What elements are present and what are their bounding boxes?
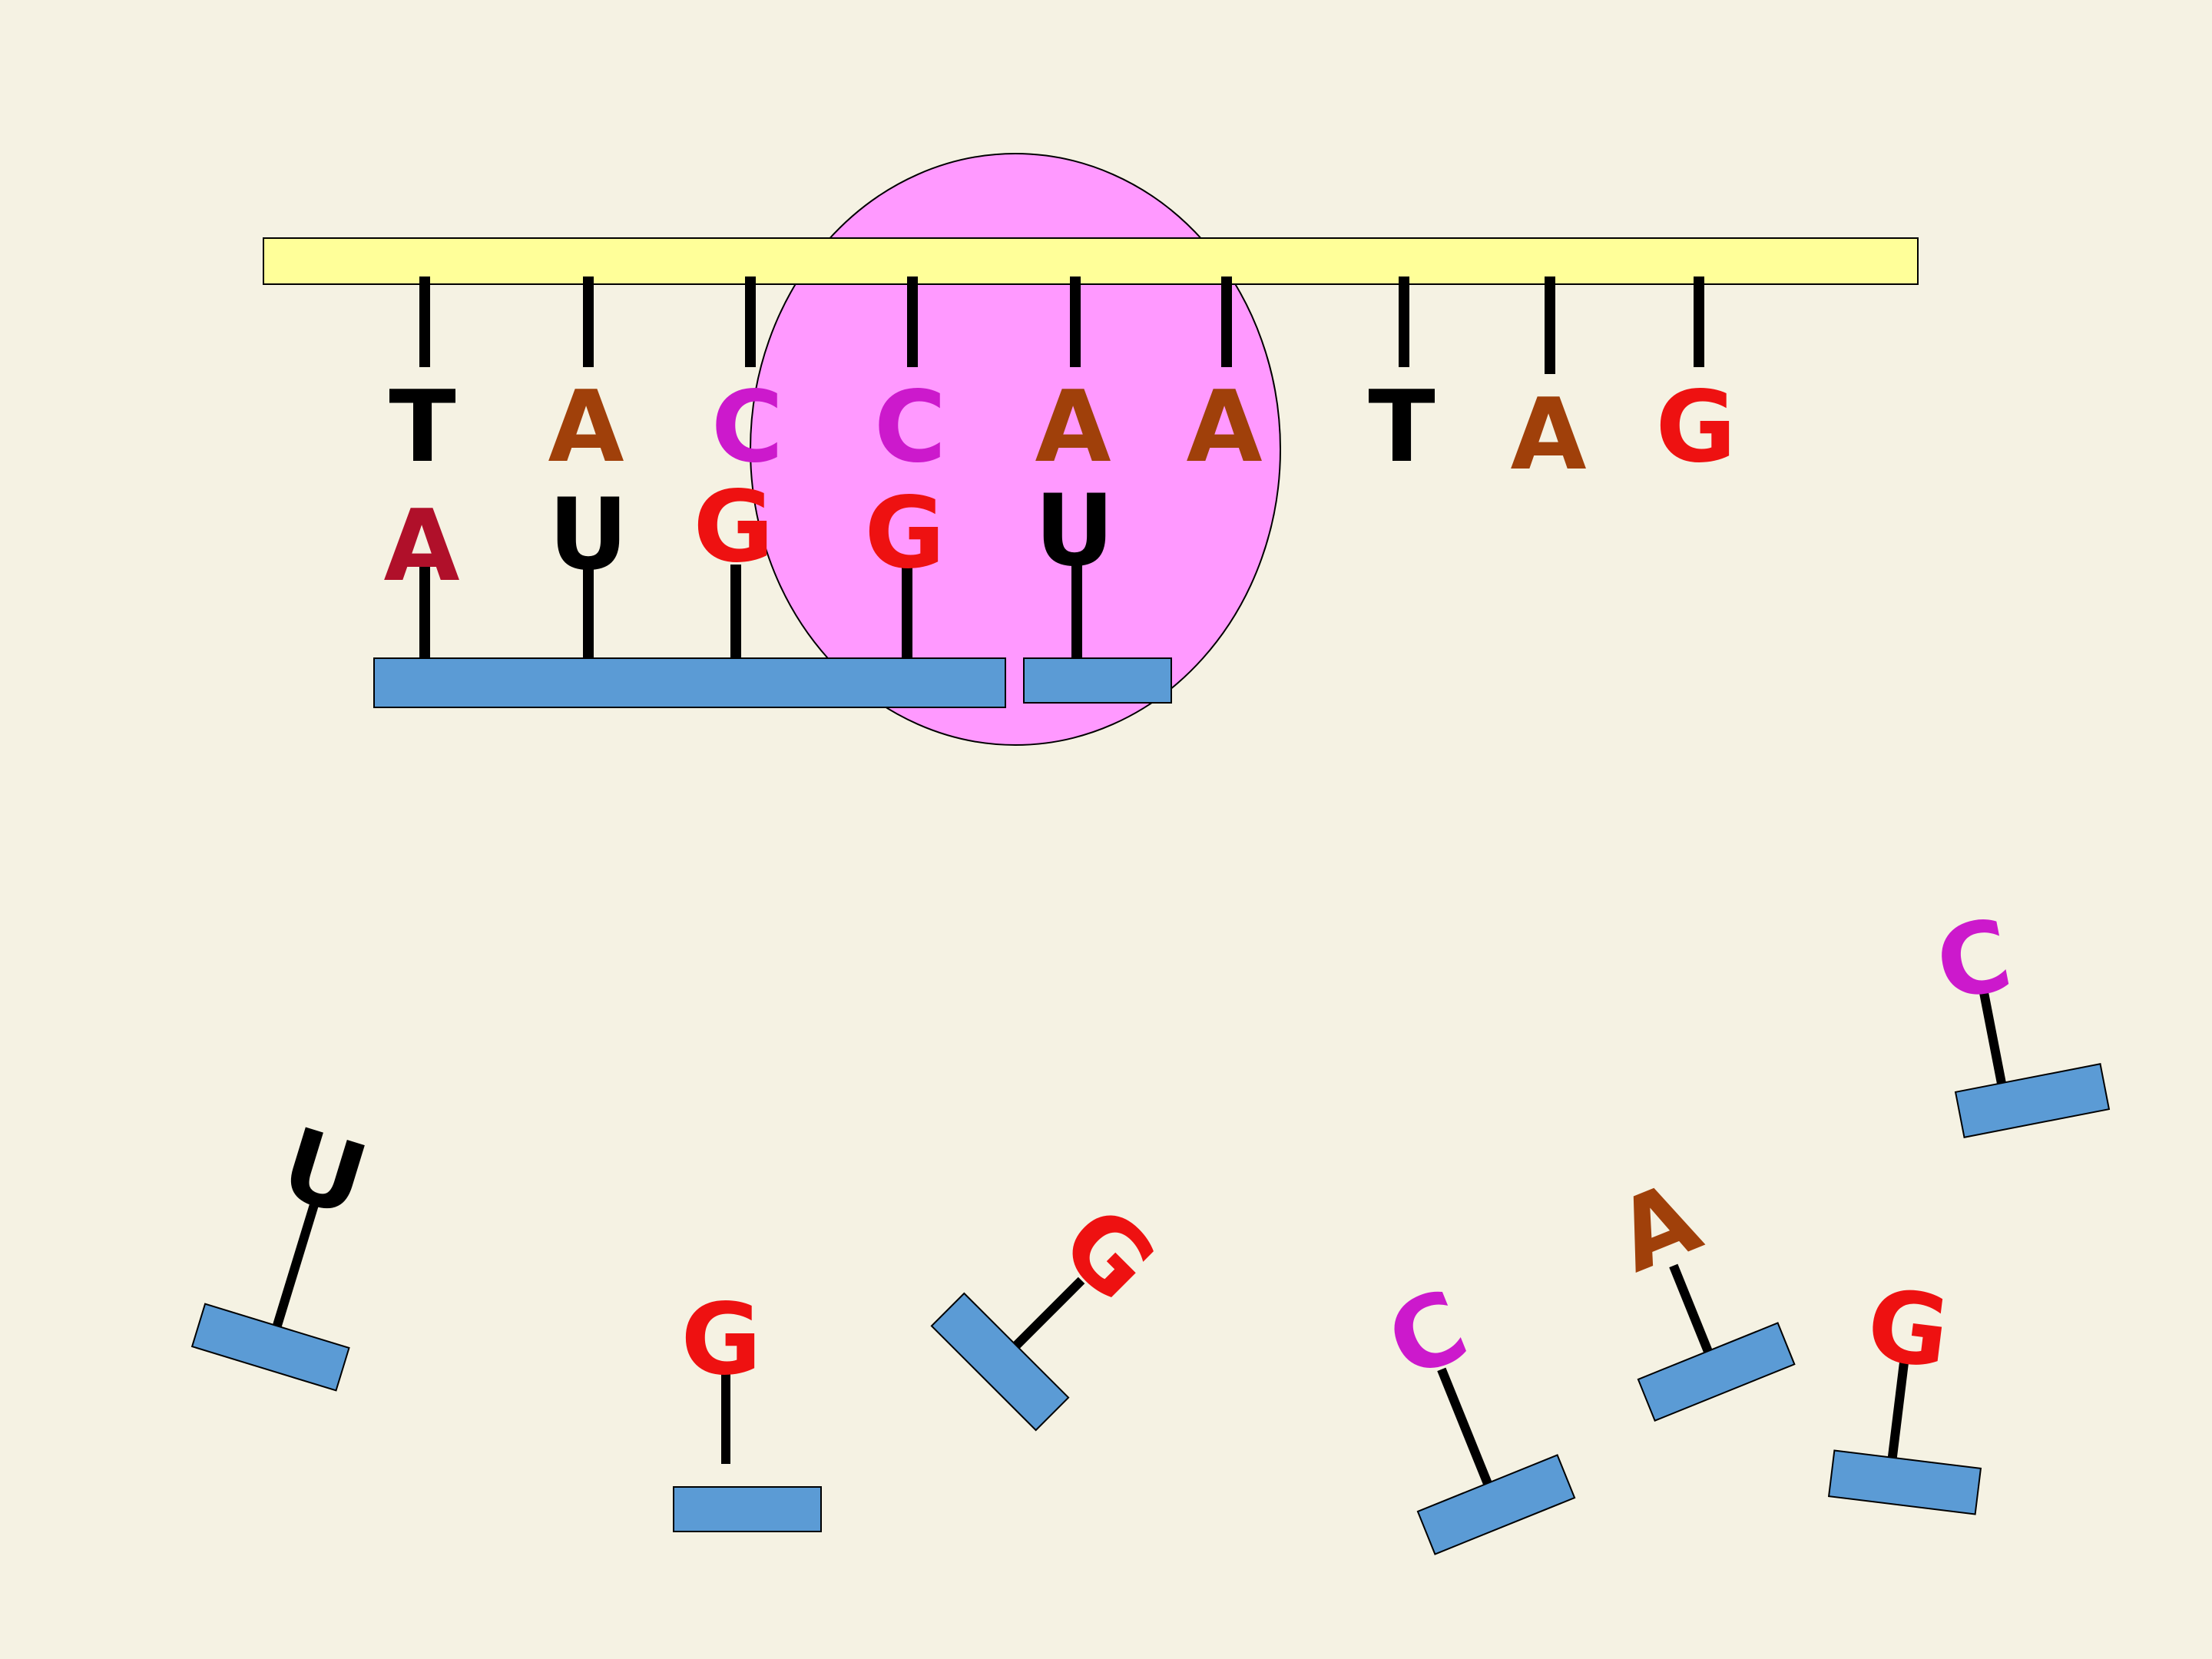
paired-nucleotide: U: [1035, 474, 1114, 588]
paired-nucleotides: A U G G U: [383, 470, 1114, 604]
paired-nucleotide-sticks: [419, 565, 1082, 658]
template-base-sticks: [419, 276, 1704, 374]
dna-template-strand: [263, 237, 1919, 285]
free-nucleotide: G: [673, 1283, 822, 1532]
nucleotide-letter: G: [1861, 1267, 1955, 1391]
free-nucleotide: G: [1827, 1267, 1982, 1515]
rna-polymerase-ellipse: [750, 153, 1281, 746]
nucleotide-backbone: [1954, 1063, 2111, 1138]
paired-nucleotide: G: [693, 470, 773, 584]
template-base: G: [1655, 370, 1736, 485]
rna-backbone-bound: [373, 657, 1006, 708]
rna-backbone-incoming: [1023, 657, 1172, 704]
template-base: T: [389, 370, 455, 485]
template-bases: T A C C A A T A G: [389, 370, 1736, 492]
paired-nucleotide: U: [548, 478, 628, 592]
nucleotide-backbone: [1416, 1454, 1576, 1555]
nucleotide-backbone: [190, 1303, 350, 1392]
template-base: C: [874, 370, 946, 485]
nucleotide-backbone: [930, 1292, 1070, 1432]
template-base: C: [711, 370, 783, 485]
template-base: T: [1368, 370, 1435, 485]
nucleotide-backbone: [1827, 1449, 1982, 1515]
template-base: A: [548, 370, 624, 485]
free-nucleotide: C: [1373, 1268, 1576, 1555]
template-base: A: [1035, 370, 1111, 485]
paired-nucleotide: A: [383, 489, 459, 604]
nucleotide-letter: G: [680, 1283, 761, 1397]
template-base: A: [1186, 370, 1262, 485]
nucleotide-backbone: [673, 1486, 822, 1532]
template-base: A: [1510, 378, 1586, 492]
paired-nucleotide: G: [864, 476, 945, 591]
nucleotide-backbone: [1637, 1322, 1796, 1422]
